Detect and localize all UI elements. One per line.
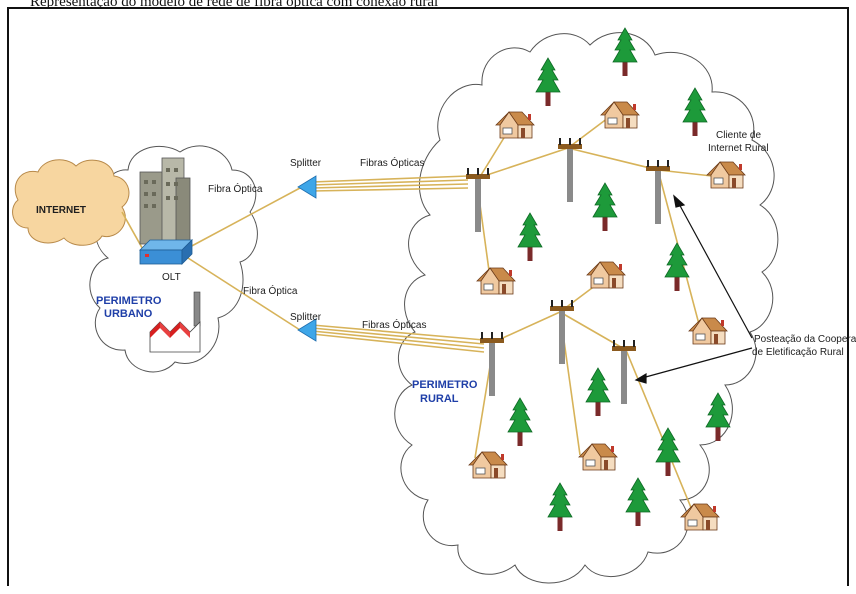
- fiber-label-upper: Fibra Óptica: [208, 182, 263, 195]
- poles-label-line1: Posteação da Cooperati: [754, 334, 856, 345]
- diagram-frame: [7, 7, 849, 594]
- splitter-label-upper: Splitter: [290, 158, 322, 169]
- client-label-line2: Internet Rural: [708, 143, 769, 154]
- splitter-label-lower: Splitter: [290, 312, 322, 323]
- factory-icon: [149, 291, 201, 353]
- figure-caption: Representação do modelo de rede de fibra…: [30, 0, 438, 10]
- pole-arrows: [634, 194, 753, 384]
- urban-perimeter-label-line2: URBANO: [104, 308, 153, 320]
- client-label-line1: Cliente de: [716, 130, 761, 141]
- internet-cloud: [12, 159, 130, 246]
- poles-label-line2: de Eletificação Rural: [752, 347, 844, 358]
- fibers-label-upper: Fibras Ópticas: [360, 156, 424, 169]
- olt-device-icon: [139, 239, 193, 265]
- internet-label: INTERNET: [36, 205, 86, 216]
- frame-bottom-cover: [0, 586, 856, 594]
- rural-perimeter-label-line1: PERIMETRO: [412, 379, 478, 391]
- splitter-upper-icon: [297, 175, 317, 199]
- fibers-label-lower: Fibras Ópticas: [362, 318, 426, 331]
- urban-perimeter-label-line1: PERIMETRO: [96, 295, 162, 307]
- house-icon: [680, 503, 720, 531]
- rural-cloud: [394, 32, 779, 584]
- fiber-label-lower: Fibra Óptica: [243, 284, 298, 297]
- splitter-lower-icon: [297, 318, 317, 342]
- olt-label: OLT: [162, 272, 181, 283]
- rural-perimeter-label-line2: RURAL: [420, 393, 459, 405]
